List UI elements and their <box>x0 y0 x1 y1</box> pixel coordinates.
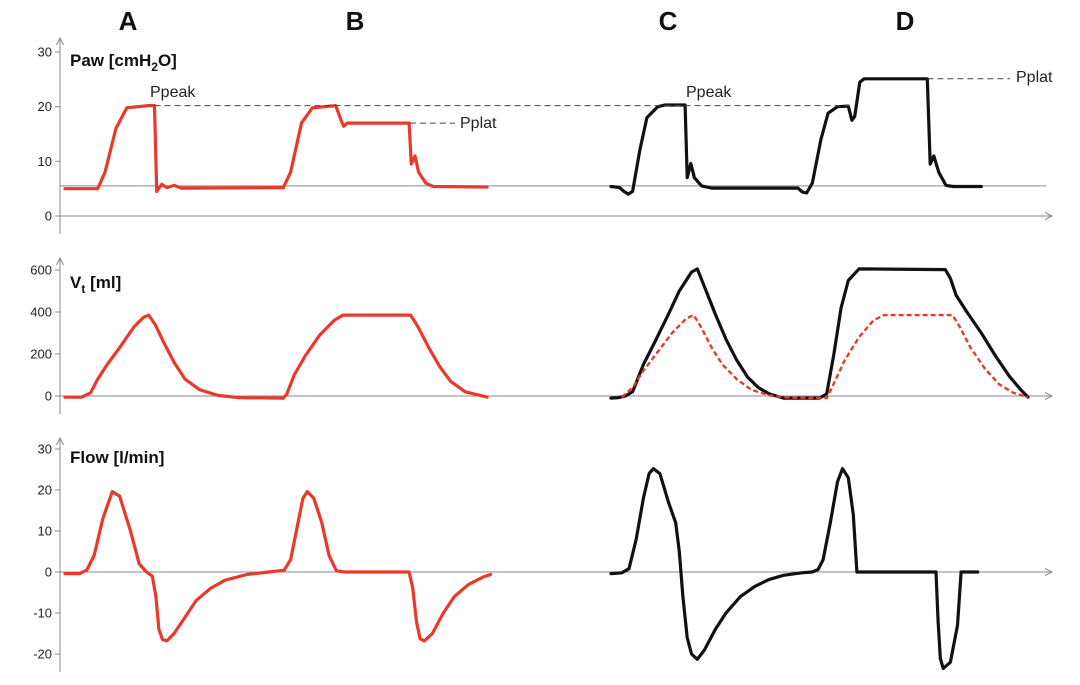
volume-tick-label: 600 <box>30 263 52 278</box>
flow-series-1 <box>609 467 980 670</box>
pressure-y-axis-arrow <box>56 36 64 46</box>
panel-letter-c: C <box>659 6 678 36</box>
flow-panel: -20 -10 0 10 20 30 Flow [l/min] <box>33 436 1054 672</box>
pplat-label-b: Pplat <box>460 115 497 132</box>
flow-tick-label: 10 <box>38 524 52 539</box>
volume-panel: 0 200 400 600 Vt [ml] <box>30 256 1054 414</box>
flow-tick-label: -10 <box>33 606 52 621</box>
flow-y-axis-arrow <box>56 436 64 446</box>
volume-series-3-dashed <box>621 313 1029 400</box>
pressure-tick-label: 0 <box>45 209 52 224</box>
volume-series-2 <box>609 267 1030 400</box>
pressure-tick-label: 10 <box>38 154 52 169</box>
pressure-panel: 0 10 20 30 Paw [cmH2O] <box>38 36 1054 234</box>
volume-series-0 <box>63 313 285 400</box>
pressure-series-1 <box>281 104 489 190</box>
pplat-label-d: Pplat <box>1016 69 1053 86</box>
panel-letters: A B C D <box>119 6 915 36</box>
pressure-tick-label: 20 <box>38 99 52 114</box>
volume-x-axis-arrow <box>1044 392 1054 400</box>
ppeak-label-right: Ppeak <box>686 84 732 101</box>
pressure-x-axis-arrow <box>1044 212 1054 220</box>
volume-y-label: Vt [ml] <box>70 273 121 296</box>
panel-letter-d: D <box>896 6 915 36</box>
flow-tick-label: 30 <box>38 442 52 457</box>
panel-letter-a: A <box>119 6 138 36</box>
pressure-series-0 <box>63 104 285 193</box>
flow-tick-label: 0 <box>45 565 52 580</box>
pressure-y-label: Paw [cmH2O] <box>70 51 177 74</box>
pressure-series-2 <box>609 77 983 196</box>
pressure-tick-label: 30 <box>38 45 52 60</box>
flow-y-label: Flow [l/min] <box>70 448 164 467</box>
volume-y-axis-arrow <box>56 256 64 266</box>
flow-tick-label: 20 <box>38 483 52 498</box>
volume-tick-label: 200 <box>30 347 52 362</box>
panel-letter-b: B <box>346 6 365 36</box>
flow-tick-label: -20 <box>33 647 52 662</box>
volume-tick-label: 0 <box>45 389 52 404</box>
volume-tick-label: 400 <box>30 305 52 320</box>
flow-series-0 <box>63 490 493 643</box>
flow-x-axis-arrow <box>1044 568 1054 576</box>
volume-series-1 <box>281 313 489 400</box>
ppeak-label-left: Ppeak <box>150 84 196 101</box>
